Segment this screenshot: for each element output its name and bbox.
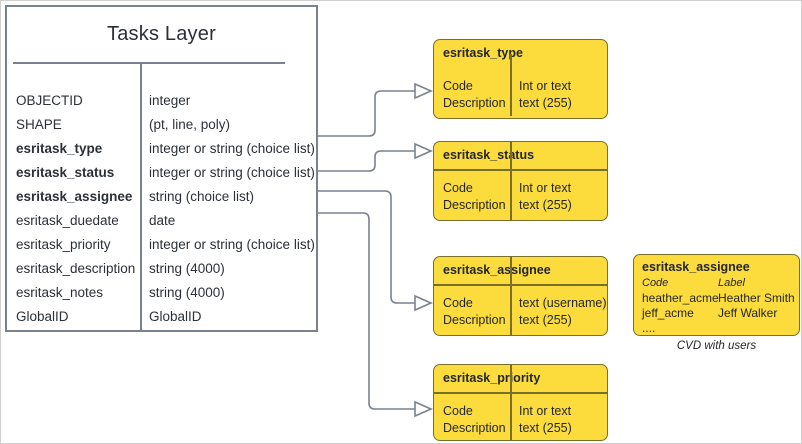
field-name: esritask_assignee: [16, 189, 133, 204]
field-name: esritask_duedate: [16, 213, 119, 228]
domain-right-column: Int or text text (255): [519, 78, 572, 112]
field-type: string (choice list): [149, 189, 255, 204]
cvd-cell-label: Heather Smith: [718, 291, 795, 305]
field-type: date: [149, 213, 176, 228]
domain-left-column: Code Description: [443, 180, 506, 214]
field-row: esritask_type integer or string (choice …: [7, 137, 316, 161]
arrowhead-type: [414, 82, 433, 100]
field-type: string (4000): [149, 285, 225, 300]
domain-title-divider: [434, 392, 607, 394]
cvd-cell-label: Jeff Walker: [718, 306, 778, 320]
field-type: integer or string (choice list): [149, 141, 315, 156]
arrowhead-assignee: [414, 294, 433, 312]
domain-right-line: text (username): [519, 296, 607, 310]
domain-right-line: Int or text: [519, 404, 572, 418]
field-row: esritask_description string (4000): [7, 257, 316, 281]
domain-column-divider: [510, 54, 512, 116]
domain-left-line: Description: [443, 421, 506, 435]
domain-left-line: Description: [443, 198, 506, 212]
field-name: esritask_description: [16, 261, 136, 276]
field-row: esritask_assignee string (choice list): [7, 185, 316, 209]
field-name: esritask_type: [16, 141, 103, 156]
field-row: esritask_notes string (4000): [7, 281, 316, 305]
cvd-cell-code: heather_acme: [642, 291, 719, 305]
cvd-row: jeff_acme Jeff Walker: [642, 306, 797, 321]
field-name: SHAPE: [16, 117, 62, 132]
field-name: OBJECTID: [16, 93, 83, 108]
entity-title: Tasks Layer: [107, 23, 216, 45]
connector-status: [318, 150, 415, 172]
connector-priority: [318, 212, 415, 410]
cvd-caption: CVD with users: [676, 340, 757, 352]
cvd-cell-code: ....: [642, 321, 656, 335]
domain-left-column: Code Description: [443, 403, 506, 437]
domain-right-line: Int or text: [519, 79, 572, 93]
domain-title-divider: [434, 284, 607, 286]
domain-left-line: Code: [443, 404, 473, 418]
field-type: integer: [149, 93, 191, 108]
cvd-table: Code Label heather_acme Heather Smith je…: [642, 276, 797, 336]
domain-left-line: Code: [443, 181, 473, 195]
domain-left-column: Code Description: [443, 295, 506, 329]
field-row: GlobalID GlobalID: [7, 305, 316, 329]
field-row: SHAPE (pt, line, poly): [7, 113, 316, 137]
arrowhead-status: [414, 142, 433, 160]
entity-field-list: OBJECTID integer SHAPE (pt, line, poly) …: [7, 89, 316, 329]
domain-left-column: Code Description: [443, 78, 506, 112]
domain-right-line: text (255): [519, 313, 572, 327]
connector-assignee: [318, 190, 415, 304]
field-name: esritask_priority: [16, 237, 111, 252]
field-type: GlobalID: [149, 309, 202, 324]
domain-left-line: Description: [443, 96, 506, 110]
field-row: esritask_priority integer or string (cho…: [7, 233, 316, 257]
domain-right-column: Int or text text (255): [519, 180, 572, 214]
domain-box-esritask-type: esritask_type Code Description Int or te…: [433, 39, 608, 119]
field-row: esritask_duedate date: [7, 209, 316, 233]
cvd-header-label: Label: [718, 277, 745, 289]
domain-left-line: Description: [443, 313, 506, 327]
domain-title: esritask_status: [443, 148, 535, 162]
domain-box-esritask-assignee: esritask_assignee Code Description text …: [433, 256, 608, 336]
field-name: GlobalID: [16, 309, 69, 324]
arrowhead-priority: [414, 400, 433, 418]
cvd-cell-code: jeff_acme: [642, 306, 694, 320]
domain-title: esritask_type: [443, 46, 523, 60]
cvd-row: heather_acme Heather Smith: [642, 291, 797, 306]
domain-column-divider: [510, 142, 512, 220]
domain-box-esritask-priority: esritask_priority Code Description Int o…: [433, 364, 608, 441]
entity-tasks-layer: Tasks Layer OBJECTID integer SHAPE (pt, …: [5, 5, 318, 332]
cvd-row: ....: [642, 321, 797, 336]
cvd-sample-box: esritask_assignee Code Label heather_acm…: [633, 254, 800, 336]
entity-title-divider: [13, 62, 285, 64]
domain-left-line: Code: [443, 79, 473, 93]
domain-right-line: text (255): [519, 198, 572, 212]
field-type: integer or string (choice list): [149, 165, 315, 180]
domain-right-line: Int or text: [519, 181, 572, 195]
domain-column-divider: [510, 257, 512, 335]
field-row: OBJECTID integer: [7, 89, 316, 113]
domain-box-esritask-status: esritask_status Code Description Int or …: [433, 141, 608, 221]
field-name: esritask_notes: [16, 285, 104, 300]
domain-right-column: Int or text text (255): [519, 403, 572, 437]
field-type: integer or string (choice list): [149, 237, 315, 252]
cvd-title: esritask_assignee: [642, 260, 750, 274]
domain-title: esritask_priority: [443, 371, 541, 385]
domain-title: esritask_assignee: [443, 263, 551, 277]
field-type: string (4000): [149, 261, 225, 276]
cvd-header-row: Code Label: [642, 276, 797, 291]
field-name: esritask_status: [16, 165, 115, 180]
domain-left-line: Code: [443, 296, 473, 310]
cvd-header-code: Code: [642, 277, 669, 289]
domain-right-line: text (255): [519, 421, 572, 435]
field-row: esritask_status integer or string (choic…: [7, 161, 316, 185]
domain-right-line: text (255): [519, 96, 572, 110]
field-type: (pt, line, poly): [149, 117, 231, 132]
domain-right-column: text (username) text (255): [519, 295, 607, 329]
domain-column-divider: [510, 365, 512, 440]
domain-title-divider: [434, 169, 607, 171]
entity-column-divider: [140, 62, 142, 332]
